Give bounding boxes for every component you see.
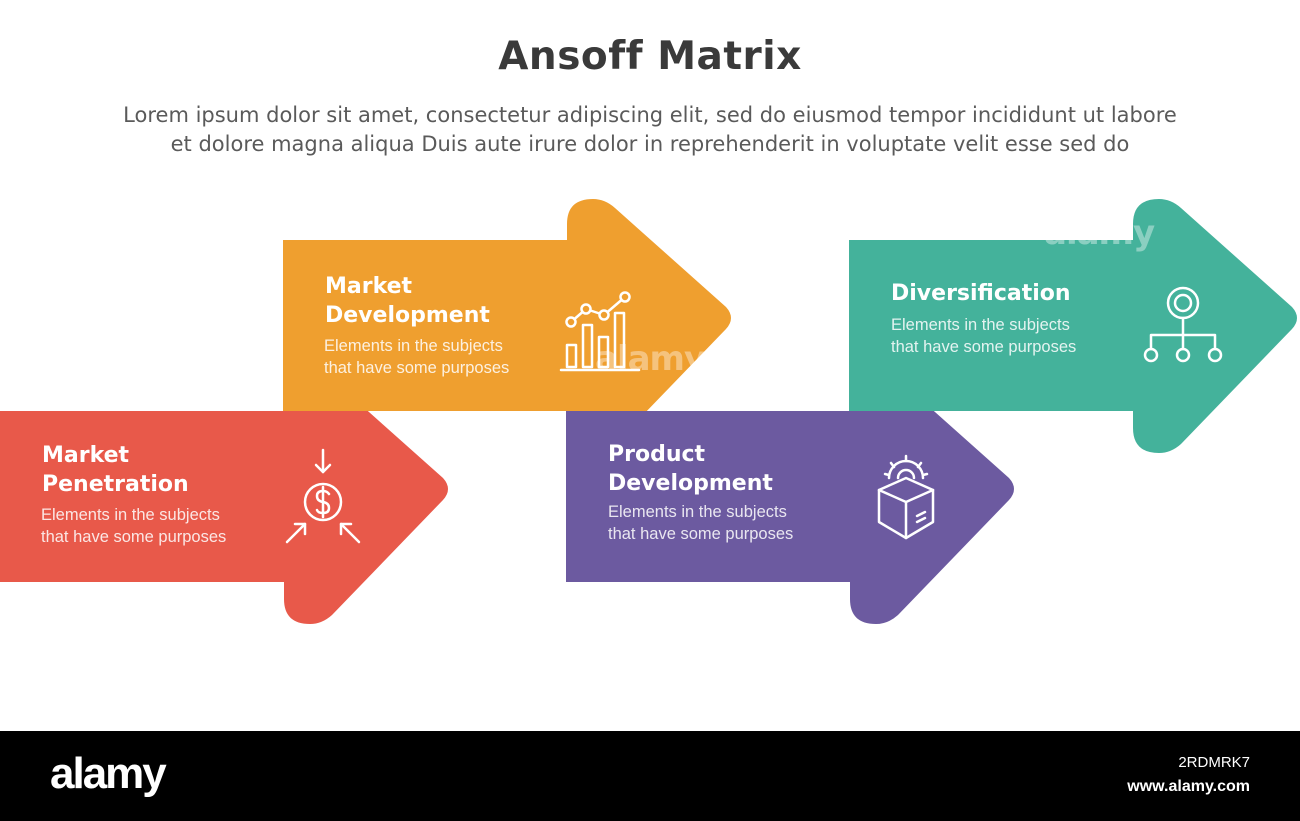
step-title: Diversification	[891, 281, 1071, 306]
step-title: Product Development	[608, 442, 773, 496]
step-description: Elements in the subjects that have some …	[608, 503, 794, 543]
arrow-market-development: Market Development Elements in the subje…	[283, 199, 735, 453]
step-description: Elements in the subjects that have some …	[41, 506, 227, 546]
arrow-shape	[849, 199, 1297, 453]
arrow-shape	[283, 199, 731, 453]
step-title: Market Development	[325, 274, 490, 328]
watermark-url: www.alamy.com	[1127, 778, 1250, 795]
growth-chart-icon	[559, 291, 641, 372]
image-id: 2RDMRK7	[1178, 754, 1250, 771]
step-description: Elements in the subjects that have some …	[324, 337, 510, 377]
page-subtitle: Lorem ipsum dolor sit amet, consectetur …	[123, 103, 1177, 156]
dollar-inflow-icon	[285, 448, 361, 544]
step-title: Market Penetration	[42, 443, 189, 497]
arrow-shape	[566, 370, 1014, 624]
watermark-footer: alamy 2RDMRK7 www.alamy.com	[0, 731, 1300, 821]
step-description: Elements in the subjects that have some …	[891, 316, 1077, 356]
page-title: Ansoff Matrix	[498, 34, 802, 79]
alamy-logo: alamy	[50, 749, 167, 798]
arrow-product-development: Product Development Elements in the subj…	[566, 370, 1018, 624]
box-gear-icon	[877, 454, 935, 540]
hierarchy-icon	[1143, 286, 1223, 363]
arrow-market-penetration: Market Penetration Elements in the subje…	[0, 370, 452, 624]
arrow-shape	[0, 370, 448, 624]
arrow-diversification: Diversification Elements in the subjects…	[849, 199, 1300, 453]
